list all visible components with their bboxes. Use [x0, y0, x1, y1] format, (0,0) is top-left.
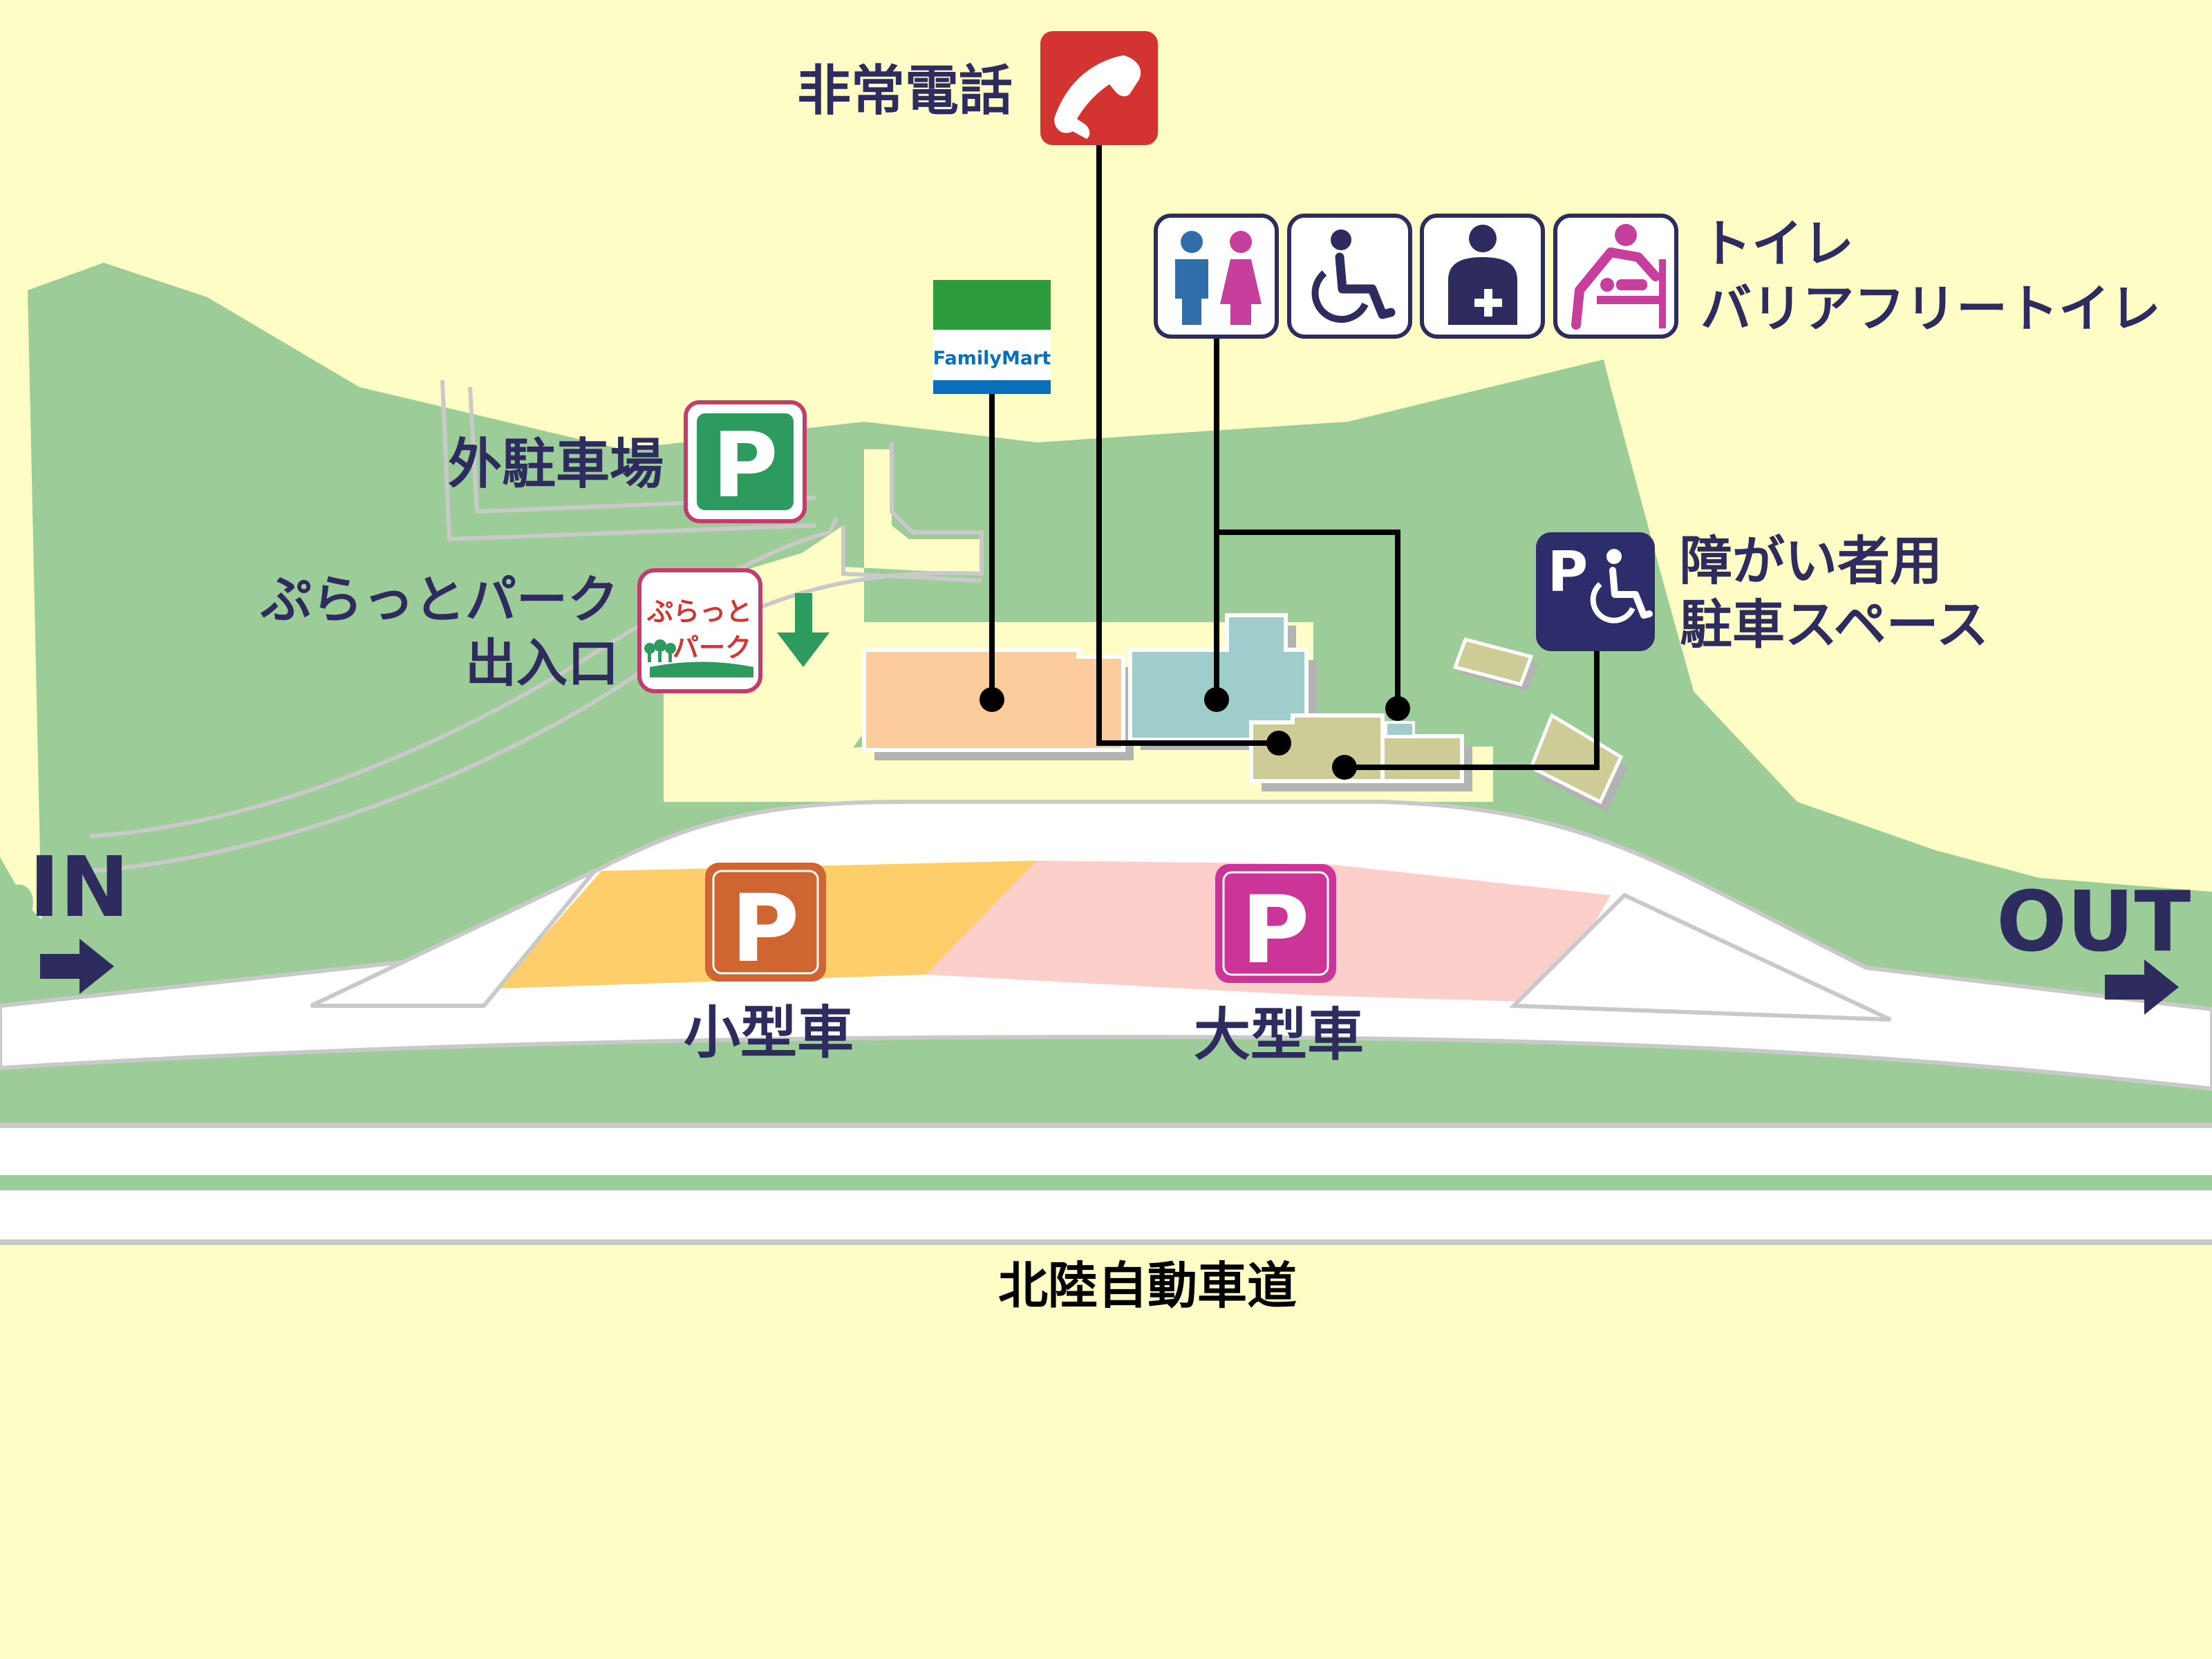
female-head [1230, 231, 1252, 253]
small-car-parking-icon [705, 863, 826, 982]
leader-emergency-phone [1096, 145, 1279, 746]
baby-changing-adult-head [1615, 224, 1637, 246]
large-vehicle-parking-letter: P [1241, 876, 1310, 984]
accessible-parking-wheelchair-head [1606, 549, 1622, 564]
accessible-parking-wheelchair-body [1609, 567, 1653, 619]
dot-restroom [1204, 687, 1229, 712]
accessible-parking-letter: P [1548, 540, 1588, 604]
dot-restroom-branch [1385, 696, 1410, 721]
plat-park-sign: ぷらっと パーク ぷらっとパーク 出入口 [260, 568, 830, 693]
wheelchair-icon [1287, 214, 1412, 339]
baby-changing-icon-frame [1553, 214, 1678, 339]
access-road-outline-2 [89, 517, 838, 838]
plat-park-ground [650, 662, 753, 677]
accessible-parking-sign: P 障がい者用 駐車スペース [1536, 530, 1989, 655]
wheelchair-wheel [1311, 270, 1369, 323]
outside-parking-icon-bg [697, 413, 794, 510]
baby-changing-adult-body [1571, 247, 1660, 330]
restroom-icon [1154, 214, 1279, 339]
large-vehicle-parking-icon [1215, 864, 1336, 983]
female-body [1220, 259, 1262, 325]
wheelchair-body [1335, 252, 1396, 319]
expressway-lane-1 [0, 1123, 2212, 1175]
annex-building-right [1380, 734, 1464, 783]
entrance-label: IN [29, 840, 129, 936]
exit-arrow-right-icon [2105, 959, 2179, 1015]
ostomate-body [1448, 257, 1517, 325]
leader-restroom-branch [1217, 529, 1400, 709]
outside-parking-lot [664, 449, 982, 788]
outside-parking-letter: P [712, 413, 778, 518]
small-car-label: 小型車 [684, 1000, 854, 1066]
large-vehicle-parking-icon-inner [1222, 871, 1329, 976]
exit-label: OUT [1996, 874, 2191, 971]
plat-park-label-line1: ぷらっとパーク [260, 570, 619, 630]
familymart-blue-bar [933, 380, 1051, 394]
island-right [1509, 892, 1892, 1022]
leader-dots [980, 687, 1410, 780]
small-car-parking-sign: P 小型車 [684, 863, 854, 1066]
outside-parking-sign: P 外駐車場 [448, 400, 807, 523]
side-path [440, 379, 816, 542]
restroom-label: トイレ [1700, 214, 1854, 274]
grass-bumps [0, 884, 33, 976]
baby-changing-icon [1553, 214, 1678, 339]
arrow-down-icon [777, 593, 830, 667]
wheelchair-head [1331, 229, 1351, 250]
familymart-logo: FamilyMart [933, 280, 1051, 394]
barrier-free-restroom-label: バリアフリートイレ [1700, 279, 2161, 339]
ostomate-head [1469, 225, 1497, 252]
male-head [1181, 231, 1203, 253]
expressway-median [0, 1175, 2212, 1190]
plat-park-label-line2: 出入口 [465, 634, 619, 693]
accessible-parking-label-line1: 障がい者用 [1680, 530, 1942, 592]
familymart-brand-text: FamilyMart [933, 348, 1051, 369]
plat-park-logo-line2: パーク [673, 632, 751, 663]
dot-accessible-parking [1332, 755, 1357, 780]
emergency-phone-sign: 非常電話 [797, 31, 1158, 145]
leader-lines [989, 145, 1600, 770]
plat-park-trees [644, 639, 676, 662]
dot-familymart [980, 687, 1004, 712]
restroom-icon-frame [1154, 214, 1279, 339]
entrance-marker: IN [29, 840, 129, 994]
expressway-lane-2 [0, 1190, 2212, 1242]
outside-parking-label: 外駐車場 [448, 433, 664, 496]
small-structure-1 [1452, 637, 1534, 686]
accessible-parking-label-line2: 駐車スペース [1680, 594, 1989, 655]
telephone-handset [1054, 55, 1141, 139]
small-car-parking-letter: P [731, 874, 800, 983]
large-vehicle-parking-sign: P 大型車 [1194, 864, 1364, 1068]
male-body [1175, 259, 1208, 325]
annex-small-box [1385, 721, 1415, 738]
leader-accessible-parking [1344, 650, 1600, 770]
baby-changing-table [1597, 296, 1662, 304]
dot-emergency-phone [1266, 731, 1291, 756]
exit-marker: OUT [1996, 874, 2191, 1015]
plat-park-logo-line1: ぷらっと [646, 597, 752, 627]
small-car-parking-icon-inner [712, 870, 819, 975]
baby-body [1616, 279, 1647, 290]
large-vehicle-label: 大型車 [1194, 1002, 1364, 1068]
expressway-label: 北陸自動車道 [998, 1257, 1297, 1315]
access-road-outline-3 [841, 525, 982, 583]
accessible-parking-wheelchair-wheel [1590, 581, 1635, 624]
ostomate-icon [1420, 214, 1545, 339]
island-left [310, 869, 597, 1008]
baby-head [1600, 278, 1614, 292]
arrow-right-icon [40, 939, 114, 994]
ostomate-cross-h [1474, 299, 1502, 307]
familymart-green-bar [933, 280, 1051, 330]
emergency-phone-label: 非常電話 [797, 60, 1013, 122]
baby-changing-table-leg [1659, 259, 1666, 328]
